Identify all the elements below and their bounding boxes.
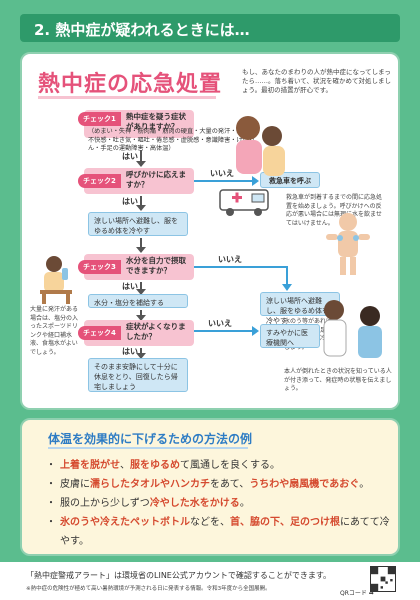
footer: 「熱中症警戒アラート」は環境省のLINE公式アカウントで確認することができます。…	[0, 562, 420, 600]
rest-action: そのまま安静にして十分に休息をとり、回復したら帰宅しましょう	[88, 358, 188, 392]
methods-underline	[48, 447, 248, 449]
hospital-illustration	[323, 300, 382, 358]
method-item: 氷のうや冷えたペットボトルなどを、首、脇の下、足のつけ根にあてて冷やす。	[46, 513, 390, 551]
yes-label-3: はい	[122, 282, 138, 291]
intro-text: もし、あなたのまわりの人が熱中症になってしまったら……。落ち着いて、状況を確かめ…	[242, 68, 391, 94]
yes-label-2: はい	[122, 197, 138, 206]
arrow-4	[136, 282, 146, 295]
no-label-4: いいえ	[208, 319, 232, 328]
first-aid-title: 熱中症の応急処置	[38, 72, 223, 97]
methods-title: 体温を効果的に下げるための方法の例	[48, 432, 253, 446]
check2-question: 呼びかけに応えますか？	[126, 170, 186, 189]
footer-main-text: 「熱中症警戒アラート」は環境省のLINE公式アカウントで確認することができます。	[26, 571, 332, 580]
arrow-3	[136, 238, 146, 253]
method-item: 皮膚に濡らしたタオルやハンカチをあて、うちわや扇風機であおぐ。	[46, 475, 390, 494]
no-line-4	[194, 330, 254, 332]
methods-list: 上着を脱がせ、服をゆるめて風通しを良くする。 皮膚に濡らしたタオルやハンカチをあ…	[46, 456, 390, 551]
title-underline	[38, 96, 216, 99]
arrow-5	[136, 310, 146, 321]
no-line-3	[194, 266, 286, 268]
section-title: 2. 熱中症が疑われるときには…	[34, 21, 250, 39]
no-arrow-2	[252, 176, 259, 186]
yes-label-4: はい	[122, 347, 138, 356]
check1-question: 熱中症を疑う症状がありますか？	[126, 112, 186, 131]
check4-tag: チェック4	[78, 326, 121, 340]
qr-label: QRコード ➡	[340, 590, 374, 597]
qr-code-icon[interactable]	[370, 566, 396, 592]
ambulance-note: 救急車が到着するまでの間に応急処置を始めましょう。呼びかけへの反応が悪い場合には…	[286, 194, 383, 227]
right-line	[286, 266, 288, 286]
helper-illustration	[236, 116, 285, 176]
arrow-1	[136, 150, 146, 167]
no-arrow-4	[252, 326, 259, 336]
hospital-action: すみやかに医療機関へ	[260, 324, 320, 348]
footer-note: ※熱中症の危険性が極めて高い暑熱環境が予測される日に発表する情報。令和3年度から…	[26, 586, 271, 592]
right-arrow-down	[282, 284, 292, 291]
drinking-person-illustration	[40, 256, 72, 304]
cooling-methods-card: 体温を効果的に下げるための方法の例 上着を脱がせ、服をゆるめて風通しを良くする。…	[20, 418, 400, 556]
no-line-2	[194, 180, 254, 182]
check2-tag: チェック2	[78, 174, 121, 188]
arrow-6	[136, 348, 146, 359]
method-item: 服の上から少しずつ冷やした水をかける。	[46, 494, 390, 513]
no-label-2: いいえ	[210, 169, 234, 178]
section-header: 2. 熱中症が疑われるときには…	[20, 14, 400, 42]
first-aid-card: 熱中症の応急処置 もし、あなたのまわりの人が熱中症になってしまったら……。落ち着…	[20, 52, 400, 410]
arrow-2	[136, 196, 146, 211]
cool-action: 涼しい場所へ避難し、服をゆるめ体を冷やす	[88, 212, 188, 236]
check3-question: 水分を自力で摂取できますか？	[126, 256, 186, 275]
left-note: 大量に発汗がある場合は、塩分の入ったスポーツドリンクや経口補水液、食塩水がよいで…	[30, 306, 79, 356]
yes-label-1: はい	[122, 152, 138, 161]
check3-tag: チェック3	[78, 260, 121, 274]
hospital-note: 本人が倒れたときの状況を知っている人が付き添って、発症時の状態を伝えましょう。	[284, 368, 392, 392]
method-item: 上着を脱がせ、服をゆるめて風通しを良くする。	[46, 456, 390, 475]
cooling-body-illustration	[326, 213, 370, 275]
check1-tag: チェック1	[78, 112, 121, 126]
check4-question: 症状がよくなりましたか？	[126, 322, 186, 341]
water-action: 水分・塩分を補給する	[88, 294, 188, 308]
no-label-3: いいえ	[218, 255, 242, 264]
check1-symptoms: （めまい・失神・筋肉痛・筋肉の硬直・大量の発汗・頭痛・不快感・吐き気・嘔吐・倦怠…	[88, 128, 256, 152]
ambulance-illustration	[219, 189, 269, 216]
